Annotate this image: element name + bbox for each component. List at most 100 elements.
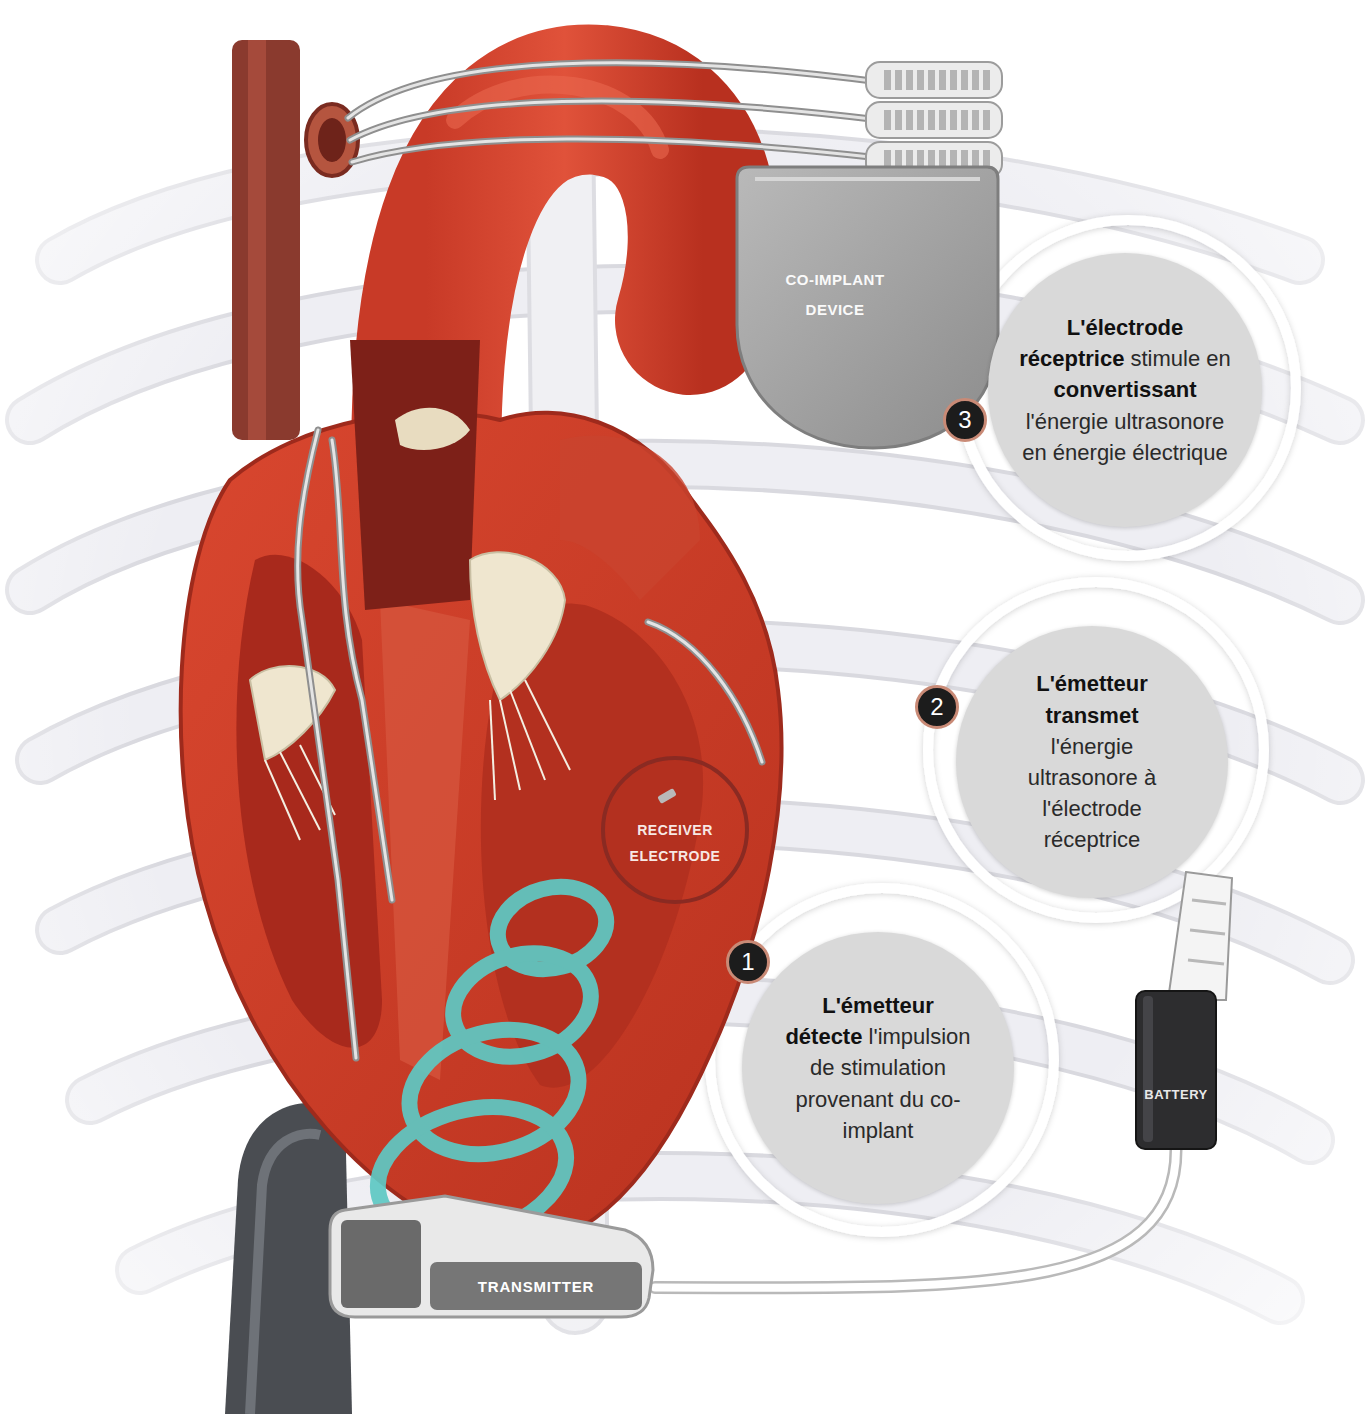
co-implant-device-outline-part	[737, 167, 998, 448]
battery-connector	[1168, 872, 1232, 1000]
callout-badge: 1	[726, 940, 770, 984]
text-run: énergie	[1053, 440, 1126, 465]
pacing-leads-part-part	[352, 139, 880, 162]
heart-body-part	[560, 436, 700, 600]
text-run: l'énergie	[1051, 734, 1133, 759]
battery-connector-part-part	[1188, 960, 1224, 964]
text-run: convertissant	[1053, 377, 1196, 402]
device-header-part	[866, 102, 1002, 138]
heart-valves-part-part	[280, 752, 320, 830]
co-implant-device-outline-part	[755, 177, 980, 181]
pacing-leads-part-part	[352, 139, 880, 162]
device-header	[866, 62, 1002, 178]
step-circle: L'émetteur détecte l'impulsion de stimul…	[742, 932, 1014, 1204]
text-run: de	[810, 1055, 834, 1080]
text-run: du	[899, 1087, 923, 1112]
vena-cava-part	[318, 118, 346, 162]
heart-valves-part-part	[500, 700, 520, 790]
outer-rings-part	[710, 888, 1054, 1232]
callout-badge: 2	[915, 685, 959, 729]
heart-body-part	[236, 555, 382, 1048]
heart-valves-part-part	[265, 760, 300, 840]
text-run: l'énergie	[1026, 409, 1108, 434]
text-run: L'électrode	[1067, 315, 1184, 340]
battery-unit: BATTERY	[1135, 990, 1217, 1150]
vena-cava-part	[248, 40, 266, 440]
step-description: L'électrode réceptrice stimule en conver…	[1013, 312, 1238, 468]
text-run: stimulation	[841, 1055, 946, 1080]
step-description: L'émetteur détecte l'impulsion de stimul…	[783, 990, 973, 1146]
text-run: L'émetteur	[822, 993, 934, 1018]
heart-body-part	[350, 340, 480, 610]
heart-valves-part	[470, 552, 565, 700]
battery-connector-part-part	[1192, 900, 1226, 904]
ultrasound-waves	[363, 875, 615, 1257]
heart-body-part	[181, 413, 782, 1246]
heart-valves-part	[395, 408, 470, 450]
device-header-part	[866, 62, 1002, 98]
text-run: ultrasonore	[1114, 409, 1224, 434]
pacing-leads-part-part	[298, 430, 356, 1058]
vena-cava-part	[232, 40, 300, 440]
text-run: en	[1206, 346, 1230, 371]
pacing-leads-part-part	[350, 101, 880, 140]
part-name: BATTERY	[1135, 1086, 1217, 1104]
text-run: à	[1144, 765, 1156, 790]
outer-rings-part	[928, 582, 1264, 918]
pacing-leads-part-part	[348, 63, 880, 118]
heart-valves-part-part	[525, 680, 570, 770]
text-run: réceptrice	[1044, 827, 1141, 852]
transmitter-unit-outline-part	[330, 1196, 653, 1317]
battery-connector-part-part	[1190, 930, 1225, 934]
part-name: CO-IMPLANT DEVICE	[770, 265, 900, 325]
text-run: L'émetteur	[1036, 671, 1148, 696]
transmitter-unit-outline-part	[341, 1220, 421, 1308]
battery-unit-outline-part	[1136, 991, 1216, 1149]
heart-valves-part-part	[510, 690, 545, 780]
battery-connector-part	[1168, 872, 1232, 1000]
text-run: électrique	[1132, 440, 1227, 465]
device-header-part-part	[884, 110, 990, 130]
heart-valves-part-part	[490, 700, 495, 800]
callout-number: 1	[741, 950, 754, 974]
pacing-leads-part-part	[648, 622, 762, 762]
battery-unit-outline	[1135, 990, 1217, 1150]
callout-number: 2	[930, 695, 943, 719]
pacing-leads-part-part	[298, 430, 356, 1058]
vena-cava	[232, 40, 358, 440]
text-run: l'impulsion	[869, 1024, 971, 1049]
text-run: ultrasonore	[1028, 765, 1138, 790]
part-name: TRANSMITTER	[440, 1276, 632, 1298]
text-run: en	[1022, 440, 1046, 465]
heart-valves	[250, 408, 570, 840]
device-header-part	[884, 80, 990, 160]
step-circle: L'émetteur transmet l'énergie ultrasonor…	[956, 626, 1228, 898]
receiver-electrode-outline-part	[603, 758, 747, 902]
callout-number: 3	[958, 408, 971, 432]
step-circle: L'électrode réceptrice stimule en conver…	[988, 253, 1262, 527]
step-description: L'émetteur transmet l'énergie ultrasonor…	[1005, 668, 1180, 855]
dark-tube-part	[250, 1134, 320, 1414]
battery-connector-part	[1188, 900, 1226, 964]
pacing-leads-part-part	[332, 440, 392, 900]
text-run: détecte	[785, 1024, 862, 1049]
ultrasound-waves-part	[441, 939, 602, 1072]
text-run: provenant	[795, 1087, 893, 1112]
pacing-leads-part-part	[648, 622, 762, 762]
receiver-implant	[657, 788, 677, 804]
battery-unit-outline-part	[1143, 996, 1153, 1142]
text-run: transmet	[1046, 703, 1139, 728]
text-run: stimule	[1131, 346, 1201, 371]
pacing-leads-part-part	[332, 440, 392, 900]
receiver-implant-part	[657, 788, 677, 804]
device-header-part-part	[884, 70, 990, 90]
part-name: RECEIVER ELECTRODE	[610, 817, 740, 869]
transmitter-unit-outline	[325, 1190, 655, 1320]
receiver-electrode: RECEIVER ELECTRODE	[600, 755, 750, 905]
callout-badge: 3	[943, 398, 987, 442]
transmitter-unit-outline-part	[430, 1262, 642, 1310]
text-run: l'électrode	[1042, 796, 1142, 821]
